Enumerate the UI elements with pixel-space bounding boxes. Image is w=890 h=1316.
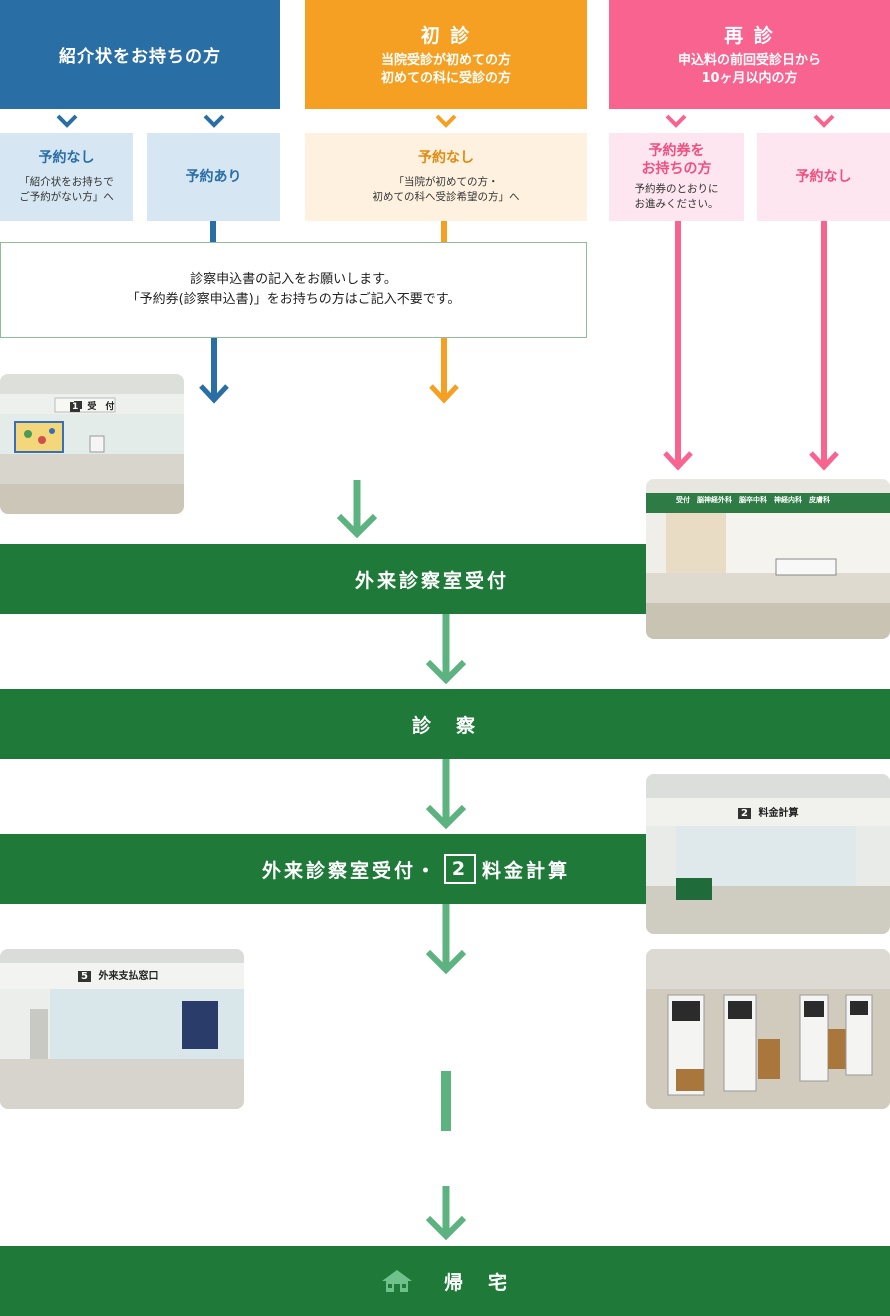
payment-window-photo: 5 外来支払窓口 xyxy=(0,949,244,1109)
chevron-down-icon xyxy=(56,114,78,128)
first-visit-no-reservation-box: 予約なし 「当院が初めての方・ 初めての科へ受診希望の方」へ xyxy=(305,133,587,221)
label-line: 予約券を xyxy=(648,143,705,159)
first-visit-sub-line2: 初めての科に受診の方 xyxy=(380,71,511,86)
note-line: 予約券のとおりに xyxy=(634,183,719,195)
arrow-down-icon xyxy=(425,614,467,685)
referral-with-reservation-label: 予約あり xyxy=(185,169,242,185)
payment-illustration xyxy=(0,949,244,1109)
flow-connector xyxy=(441,1071,451,1131)
referral-header: 紹介状をお持ちの方 xyxy=(0,0,280,109)
note-line: お進みください。 xyxy=(634,198,719,210)
arrow-down-icon xyxy=(809,221,839,471)
reception-photo: 1 受 付 xyxy=(0,374,184,514)
payment-sign: 5 外来支払窓口 xyxy=(78,967,158,982)
examination-step-label: 診 察 xyxy=(411,714,478,737)
first-visit-no-reservation-label: 予約なし xyxy=(418,150,474,166)
chevron-down-icon xyxy=(813,114,835,128)
arrow-down-icon xyxy=(336,480,378,539)
revisit-header: 再 診 申込料の前回受診日から 10ヶ月以内の方 xyxy=(609,0,890,109)
billing-step-suffix: 料金計算 xyxy=(482,859,571,882)
application-note-line2: 「予約券(診察申込書)」をお持ちの方はご記入不要です。 xyxy=(126,292,461,307)
billing-step-bar: 外来診察室受付・ 2 料金計算 xyxy=(0,834,646,904)
revisit-sub-line1: 申込料の前回受診日から xyxy=(677,53,821,68)
referral-title: 紹介状をお持ちの方 xyxy=(59,47,221,67)
application-note-line1: 診察申込書の記入をお願いします。 xyxy=(190,272,397,287)
chevron-down-icon xyxy=(435,114,457,128)
reception-step-bar: 外来診察室受付 xyxy=(0,544,646,614)
revisit-with-ticket-note: 予約券のとおりに お進みください。 xyxy=(635,182,719,212)
referral-no-reservation-box: 予約なし 「紹介状をお持ちで ご予約がない方」へ xyxy=(0,133,133,221)
payment-sign-text: 外来支払窓口 xyxy=(98,971,159,982)
billing-illustration xyxy=(646,774,890,934)
application-note-box: 診察申込書の記入をお願いします。 「予約券(診察申込書)」をお持ちの方はご記入不… xyxy=(0,242,587,338)
reception-sign-text: 受 付 xyxy=(87,402,115,412)
note-line: 「当院が初めての方・ xyxy=(393,176,499,188)
reception-step-label: 外来診察室受付 xyxy=(355,569,510,592)
house-icon xyxy=(381,1270,412,1292)
blue-connector xyxy=(210,221,216,243)
revisit-no-reservation-label: 予約なし xyxy=(795,169,852,185)
referral-no-reservation-label: 予約なし xyxy=(38,150,95,166)
examination-step-bar: 診 察 xyxy=(0,689,890,759)
label-line: お持ちの方 xyxy=(641,161,712,177)
clinic-sign: 受付 脳神経外科 脳卒中科 神経内科 皮膚科 xyxy=(676,496,830,504)
payment-machines-photo xyxy=(646,949,890,1109)
first-visit-no-reservation-note: 「当院が初めての方・ 初めての科へ受診希望の方」へ xyxy=(373,175,520,205)
orange-connector xyxy=(441,221,447,243)
go-home-step-label: 帰 宅 xyxy=(443,1271,510,1294)
machines-illustration xyxy=(646,949,890,1109)
payment-sign-number: 5 xyxy=(78,971,91,982)
note-line: 初めての科へ受診希望の方」へ xyxy=(372,191,520,203)
note-line: 「紹介状をお持ちで xyxy=(19,176,114,188)
revisit-with-ticket-label: 予約券を お持ちの方 xyxy=(642,142,712,178)
reception-sign: 1 受 付 xyxy=(70,399,114,412)
chevron-down-icon xyxy=(665,114,687,128)
first-visit-header: 初 診 当院受診が初めての方 初めての科に受診の方 xyxy=(305,0,587,109)
clinic-illustration xyxy=(646,479,890,639)
chevron-down-icon xyxy=(203,114,225,128)
billing-sign-text: 料金計算 xyxy=(758,808,799,819)
referral-with-reservation-box: 予約あり xyxy=(147,133,280,221)
arrow-down-icon xyxy=(429,338,459,404)
note-line: ご予約がない方」へ xyxy=(19,191,114,203)
billing-photo: 2 料金計算 xyxy=(646,774,890,934)
first-visit-title: 初 診 xyxy=(420,25,472,47)
reception-illustration xyxy=(0,374,184,514)
first-visit-sub-line1: 当院受診が初めての方 xyxy=(380,53,511,68)
arrow-down-icon xyxy=(425,759,467,830)
arrow-down-icon xyxy=(663,221,693,471)
revisit-title: 再 診 xyxy=(724,25,775,47)
arrow-down-icon xyxy=(199,338,229,404)
revisit-subtitle: 申込料の前回受診日から 10ヶ月以内の方 xyxy=(678,52,821,88)
revisit-no-reservation-box: 予約なし xyxy=(757,133,890,221)
arrow-down-icon xyxy=(425,904,467,975)
billing-sign-number: 2 xyxy=(738,808,751,819)
revisit-with-ticket-box: 予約券を お持ちの方 予約券のとおりに お進みください。 xyxy=(609,133,744,221)
reception-sign-number: 1 xyxy=(70,402,81,412)
billing-sign: 2 料金計算 xyxy=(738,804,798,819)
arrow-down-icon xyxy=(425,1186,467,1241)
billing-step-number: 2 xyxy=(444,854,477,884)
billing-step-prefix: 外来診察室受付・ xyxy=(262,859,439,882)
referral-no-reservation-note: 「紹介状をお持ちで ご予約がない方」へ xyxy=(19,175,114,205)
first-visit-subtitle: 当院受診が初めての方 初めての科に受診の方 xyxy=(381,52,511,88)
revisit-sub-line2: 10ヶ月以内の方 xyxy=(701,71,798,86)
clinic-reception-photo: 受付 脳神経外科 脳卒中科 神経内科 皮膚科 xyxy=(646,479,890,639)
go-home-step-bar: 帰 宅 xyxy=(0,1246,890,1316)
